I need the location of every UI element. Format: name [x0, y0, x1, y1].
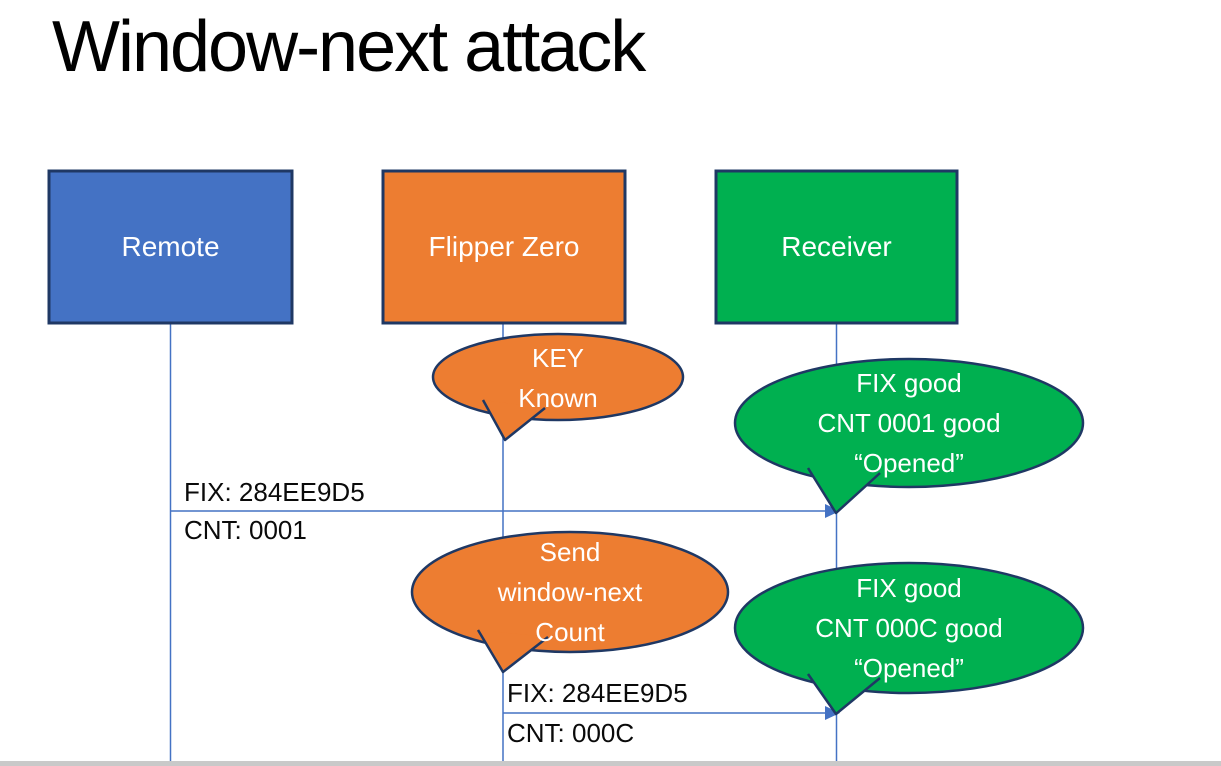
callout-opened-1-bubble: [733, 357, 1085, 489]
callout-key-known-tail: [481, 399, 546, 442]
actor-label-flipper-zero: Flipper Zero: [428, 231, 580, 262]
callout-opened-2-bubble: [733, 561, 1085, 695]
callout-key-known-bubble: [431, 332, 685, 422]
callout-line: Send: [539, 537, 601, 567]
message-1-cnt-label: CNT: 0001: [184, 515, 307, 545]
callout-opened-2-text: FIX good CNT 000C good “Opened”: [735, 568, 1083, 688]
callout-line: KEY: [531, 343, 585, 373]
actor-label-remote: Remote: [121, 231, 220, 262]
callout-send-window-next-tail: [476, 629, 549, 674]
callout-line: CNT 000C good: [815, 613, 1003, 643]
slide-bottom-edge: [0, 761, 1221, 766]
callout-opened-2-tail: [806, 673, 881, 716]
callout-opened-1-text: FIX good CNT 0001 good “Opened”: [735, 363, 1083, 483]
callout-line: FIX good: [856, 573, 962, 603]
message-2-fix-label: FIX: 284EE9D5: [507, 678, 688, 708]
callout-line: window-next: [497, 577, 643, 607]
actor-box-flipper-zero: [381, 169, 627, 325]
callout-send-window-next-text: Send window-next Count: [412, 532, 728, 652]
callout-line: FIX good: [856, 368, 962, 398]
message-arrow-1-head: [825, 504, 840, 518]
callout-line: “Opened”: [854, 653, 964, 683]
callout-line: “Opened”: [854, 448, 964, 478]
callout-opened-1-tail: [806, 467, 881, 515]
message-2-cnt-label: CNT: 000C: [507, 718, 635, 748]
actor-box-receiver: [714, 169, 959, 325]
message-arrow-2-head: [825, 706, 840, 720]
callout-line: Count: [535, 617, 605, 647]
callout-send-window-next-bubble: [410, 530, 730, 654]
message-1-fix-label: FIX: 284EE9D5: [184, 477, 365, 507]
page-title: Window-next attack: [52, 7, 646, 87]
callout-key-known-text: KEY Known: [433, 338, 683, 418]
actor-label-receiver: Receiver: [781, 231, 892, 262]
actor-box-remote: [47, 169, 294, 325]
callout-line: CNT 0001 good: [817, 408, 1001, 438]
callout-line: Known: [518, 383, 598, 413]
